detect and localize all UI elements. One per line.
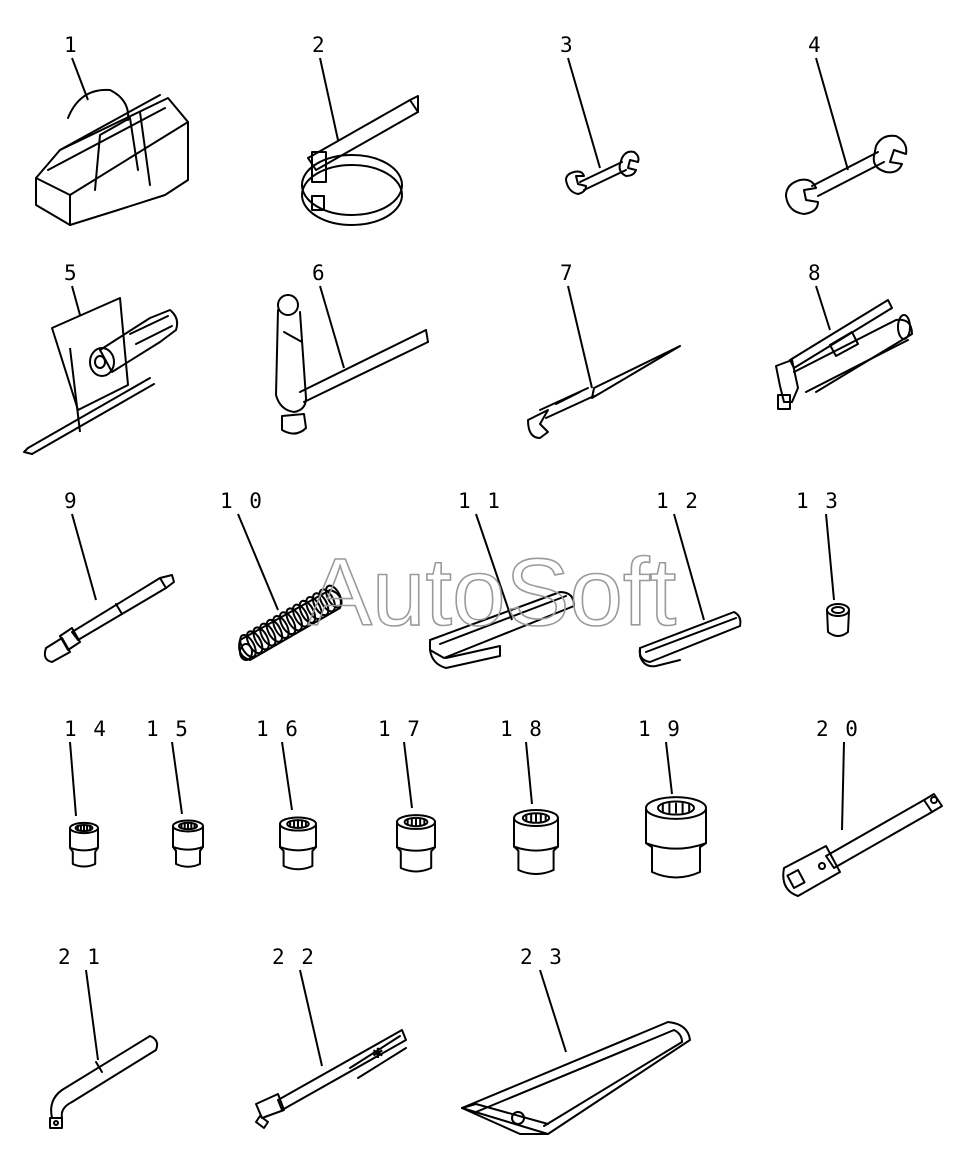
spring-coil [285, 607, 303, 632]
callout-12: 1 2 [656, 489, 700, 513]
part-1-tool-bag[interactable]: 1 [35, 33, 189, 226]
spring-coil [272, 615, 290, 639]
spring-coil [239, 634, 257, 658]
part-20-extension-bar[interactable]: 2 0 [782, 717, 943, 897]
callout-16: 1 6 [256, 717, 300, 741]
callout-23: 2 3 [520, 945, 564, 969]
callout-2: 2 [312, 33, 327, 57]
spring-coil [325, 584, 343, 609]
part-22-breaker-bar[interactable]: 2 2 ✱ [255, 945, 407, 1129]
callout-10: 1 0 [220, 489, 264, 513]
callout-13: 1 3 [796, 489, 840, 513]
spring-coil [311, 592, 330, 617]
callout-22: 2 2 [272, 945, 316, 969]
spring-coil [259, 622, 277, 647]
part-3-wrench-small[interactable]: 3 [560, 33, 640, 195]
part-11-hex-key-large[interactable]: 1 1 [429, 489, 575, 669]
part-4-wrench-large[interactable]: 4 [785, 33, 908, 215]
part-23-tool-pouch[interactable]: 2 3 [461, 945, 691, 1135]
callout-18: 1 8 [500, 717, 544, 741]
part-13-socket[interactable]: 1 3 [796, 489, 850, 637]
part-15-socket[interactable]: 1 5 [146, 717, 204, 868]
callout-11: 1 1 [458, 489, 502, 513]
hash-mark-icon: ✱ [372, 1046, 384, 1062]
part-6-hammer[interactable]: 6 [275, 261, 429, 435]
callout-5: 5 [64, 261, 79, 285]
spring-coil [298, 599, 317, 624]
part-18-socket[interactable]: 1 8 [500, 717, 559, 875]
callout-8: 8 [808, 261, 823, 285]
part-19-socket[interactable]: 1 9 [638, 717, 707, 879]
watermark: AutoSoft [308, 539, 676, 646]
callout-14: 1 4 [64, 717, 108, 741]
spring-coil [278, 611, 297, 636]
callout-3: 3 [560, 33, 575, 57]
socket-row: 1 4 1 5 1 6 1 7 1 8 1 9 [64, 717, 707, 879]
callout-1: 1 [64, 33, 79, 57]
callout-9: 9 [64, 489, 79, 513]
callout-6: 6 [312, 261, 327, 285]
spring-coil [265, 618, 284, 643]
callout-4: 4 [808, 33, 823, 57]
part-5-screwdriver[interactable]: 5 [23, 261, 179, 455]
callout-20: 2 0 [816, 717, 860, 741]
callout-19: 1 9 [638, 717, 682, 741]
callout-15: 1 5 [146, 717, 190, 741]
callout-17: 1 7 [378, 717, 422, 741]
part-2-filter-wrench[interactable]: 2 [301, 33, 419, 226]
callout-7: 7 [560, 261, 575, 285]
part-14-socket[interactable]: 1 4 [64, 717, 108, 868]
part-8-grease-gun[interactable]: 8 [775, 261, 913, 410]
part-17-socket[interactable]: 1 7 [378, 717, 436, 873]
part-7-pry-bar[interactable]: 7 [527, 261, 681, 439]
spring-coil [245, 630, 264, 655]
part-12-hex-key-small[interactable]: 1 2 [638, 489, 742, 668]
spring-coil [305, 596, 323, 620]
callout-21: 2 1 [58, 945, 102, 969]
spring-coil [318, 588, 336, 613]
part-9-drift[interactable]: 9 [43, 489, 175, 663]
part-16-socket[interactable]: 1 6 [256, 717, 317, 871]
spring-coil [252, 626, 270, 651]
part-10-spring[interactable]: 1 0 [220, 489, 345, 661]
part-21-l-handle[interactable]: 2 1 [49, 945, 159, 1129]
spring-coil [292, 603, 310, 628]
